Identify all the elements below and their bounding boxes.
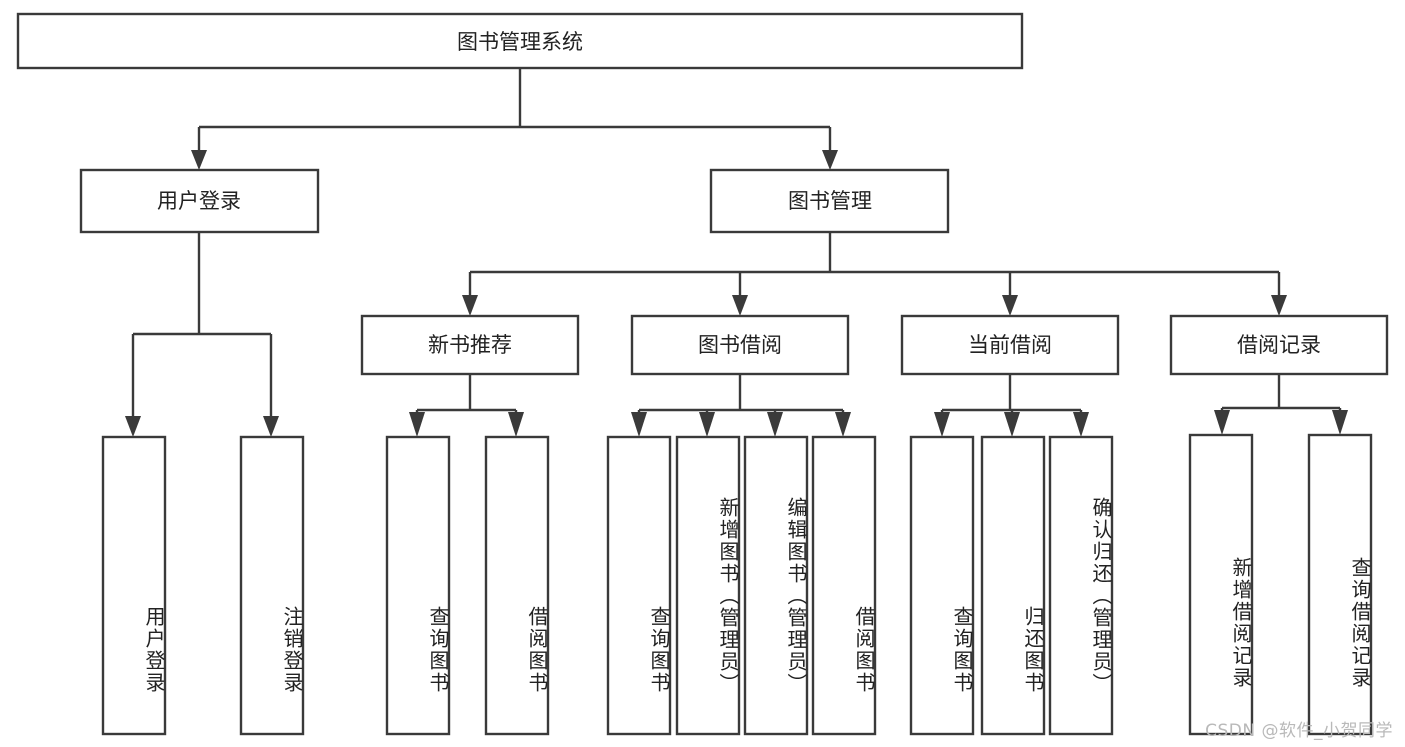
arrow-head-leaf-borrow-book-1 — [508, 412, 524, 437]
node-box-new-book-recommend[interactable] — [360, 314, 580, 376]
connector-group-current-borrow — [934, 374, 1089, 437]
connector-group-user-login — [125, 232, 279, 437]
node-box-leaf-query-book-1[interactable] — [385, 435, 451, 736]
arrow-head-new-book-recommend — [462, 295, 478, 316]
node-box-root[interactable] — [16, 12, 1024, 70]
node-label-book-borrow: 图书借阅 — [698, 333, 782, 357]
arrow-head-leaf-logout-login — [263, 416, 279, 437]
arrow-head-book-manage — [822, 150, 838, 170]
arrow-head-leaf-borrow-book-2 — [835, 412, 851, 437]
node-label-new-book-recommend: 新书推荐 — [428, 333, 512, 357]
arrow-head-leaf-add-book — [699, 412, 715, 437]
connector-group-root — [191, 68, 838, 170]
node-box-leaf-confirm-return[interactable] — [1048, 435, 1114, 736]
node-label-borrow-record: 借阅记录 — [1237, 333, 1321, 357]
node-label-book-manage: 图书管理 — [788, 189, 872, 213]
arrow-head-leaf-return-book — [1004, 412, 1020, 437]
node-box-user-login[interactable] — [79, 168, 320, 234]
arrow-head-borrow-record — [1271, 295, 1287, 316]
connector-group-book-manage — [462, 232, 1287, 316]
arrow-head-leaf-add-record — [1214, 410, 1230, 435]
node-box-leaf-query-record[interactable] — [1307, 433, 1373, 736]
node-box-leaf-logout-login[interactable] — [239, 435, 305, 736]
arrow-head-current-borrow — [1002, 295, 1018, 316]
node-box-leaf-user-login[interactable] — [101, 435, 167, 736]
node-box-leaf-query-book-2[interactable] — [606, 435, 672, 736]
node-box-book-manage[interactable] — [709, 168, 950, 234]
node-box-leaf-borrow-book-1[interactable] — [484, 435, 550, 736]
arrow-head-user-login — [191, 150, 207, 170]
node-box-leaf-edit-book[interactable] — [743, 435, 809, 736]
node-box-book-borrow[interactable] — [630, 314, 850, 376]
node-box-leaf-add-record[interactable] — [1188, 433, 1254, 736]
node-box-borrow-record[interactable] — [1169, 314, 1389, 376]
node-label-current-borrow: 当前借阅 — [968, 333, 1052, 357]
connector-group-borrow-record — [1214, 374, 1348, 435]
arrow-head-book-borrow — [732, 295, 748, 316]
arrow-head-leaf-query-book-3 — [934, 412, 950, 437]
connector-group-new-book-recommend — [409, 374, 524, 437]
arrow-head-leaf-user-login — [125, 416, 141, 437]
arrow-head-leaf-query-book-1 — [409, 412, 425, 437]
node-box-leaf-return-book[interactable] — [980, 435, 1046, 736]
arrow-head-leaf-edit-book — [767, 412, 783, 437]
arrow-head-leaf-query-record — [1332, 410, 1348, 435]
node-label-root: 图书管理系统 — [457, 30, 583, 54]
node-box-leaf-query-book-3[interactable] — [909, 435, 975, 736]
node-label-user-login: 用户登录 — [157, 189, 241, 213]
arrow-head-leaf-query-book-2 — [631, 412, 647, 437]
arrow-head-leaf-confirm-return — [1073, 412, 1089, 437]
connector-group-book-borrow — [631, 374, 851, 437]
node-box-current-borrow[interactable] — [900, 314, 1120, 376]
node-box-leaf-borrow-book-2[interactable] — [811, 435, 877, 736]
node-box-leaf-add-book[interactable] — [675, 435, 741, 736]
watermark-text: CSDN @软件_小贺同学 — [1205, 721, 1393, 741]
